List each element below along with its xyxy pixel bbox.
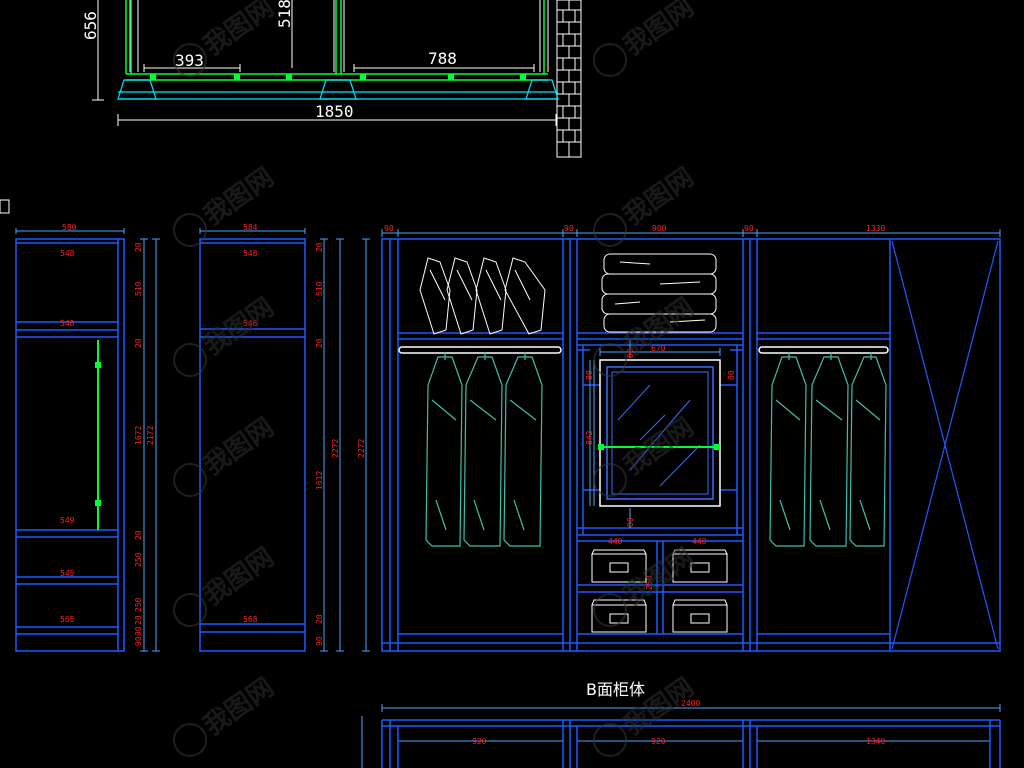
side-a-inner-4: 545	[60, 569, 75, 578]
drawer-height: 250	[645, 575, 654, 590]
side-a-v-3: 20	[134, 338, 143, 348]
folded-clothes	[419, 257, 546, 335]
side-b-v-3: 20	[315, 338, 324, 348]
side-b-v-5: 2272	[331, 439, 340, 458]
side-a-v-8: 250	[134, 597, 143, 612]
watermark-text: 我图网	[198, 0, 279, 62]
mirror-side-left: 80	[585, 370, 594, 380]
side-b-v-4: 1612	[315, 471, 324, 490]
watermark-text: 我图网	[198, 542, 279, 611]
front-top-dim-5: 1330	[866, 224, 885, 233]
mirror-top-gap: 80	[626, 348, 635, 358]
plan-dim-393: 393	[175, 51, 204, 70]
stacked-blankets	[601, 253, 717, 333]
side-b-inner-2: 546	[243, 319, 258, 328]
section-title: B面柜体	[586, 680, 645, 699]
side-a-top-width: 580	[62, 223, 77, 232]
side-a-v-4: 1672	[134, 426, 143, 445]
hanging-clothes-left	[425, 352, 543, 547]
mirror-height: 842	[585, 430, 594, 445]
side-b-v-7: 90	[315, 636, 324, 646]
panel-cross	[891, 240, 999, 650]
side-a-v-9: 20	[134, 615, 143, 625]
brick-wall	[556, 0, 582, 158]
watermark-text: 我图网	[198, 412, 279, 481]
side-b-v-6: 20	[315, 614, 324, 624]
watermark-text: 我图网	[618, 0, 699, 62]
watermark-text: 我图网	[618, 542, 699, 611]
side-b-inner-1: 548	[243, 249, 258, 258]
side-a-inner-1: 548	[60, 249, 75, 258]
side-a-v-11: 90	[134, 626, 143, 636]
storage-boxes	[591, 549, 728, 633]
bottom-overall: 2400	[681, 699, 700, 708]
front-top-dim-2: 90	[564, 224, 574, 233]
side-a-v-1: 20	[134, 242, 143, 252]
side-b-v-2: 510	[315, 281, 324, 296]
top-plan-view: 656 518 393 788 1850	[81, 0, 582, 158]
mirror-side-right: 80	[727, 370, 736, 380]
bottom-plan-view: 2400 920 920 1340	[361, 699, 1001, 768]
front-top-dim-3: 900	[652, 224, 667, 233]
watermarks: 我图网 我图网 我图网 我图网 我图网 我图网 我图网 我图网 我图网 我图网	[173, 0, 699, 757]
drawer-width-right: 440	[692, 537, 707, 546]
side-a-v-6: 20	[134, 530, 143, 540]
bottom-part-2: 920	[651, 737, 666, 746]
side-a-v-10: 90	[134, 636, 143, 646]
watermark-text: 我图网	[198, 672, 279, 741]
mirror-width: 670	[651, 344, 666, 353]
bottom-part-1: 920	[472, 737, 487, 746]
side-b-v-8: 2272	[357, 439, 366, 458]
front-elevation: 90 90 900 90 1330	[381, 224, 1001, 652]
side-b-v-1: 20	[315, 242, 324, 252]
plan-dim-1850: 1850	[315, 102, 354, 121]
side-a-v-5: 2172	[146, 426, 155, 445]
front-top-dim-4: 90	[744, 224, 754, 233]
side-a-v-7: 250	[134, 552, 143, 567]
section-marker	[0, 199, 10, 214]
side-b-top-width: 584	[243, 223, 258, 232]
side-a-inner-2: 548	[60, 319, 75, 328]
side-a-inner-5: 565	[60, 615, 75, 624]
hanging-clothes-right	[769, 352, 887, 547]
plan-dim-656: 656	[81, 11, 100, 40]
plan-dim-788: 788	[428, 49, 457, 68]
watermark-text: 我图网	[198, 162, 279, 231]
side-a-v-2: 510	[134, 281, 143, 296]
bottom-part-3: 1340	[866, 737, 885, 746]
plan-dim-518: 518	[275, 0, 294, 28]
watermark-text: 我图网	[618, 162, 699, 231]
side-elevation-b: 584 548 546 568 20 510 20 1612 2272 20 9…	[199, 223, 370, 652]
mirror	[598, 359, 721, 507]
side-b-inner-3: 568	[243, 615, 258, 624]
watermark-text: 我图网	[198, 292, 279, 361]
side-a-inner-3: 549	[60, 516, 75, 525]
mirror-bottom-gap: 80	[626, 517, 635, 527]
front-top-dim-1: 90	[384, 224, 394, 233]
side-elevation-a: 580 548 548 549 545 565 20 510 20 1672 2…	[15, 223, 160, 652]
drawer-width-left: 440	[608, 537, 623, 546]
